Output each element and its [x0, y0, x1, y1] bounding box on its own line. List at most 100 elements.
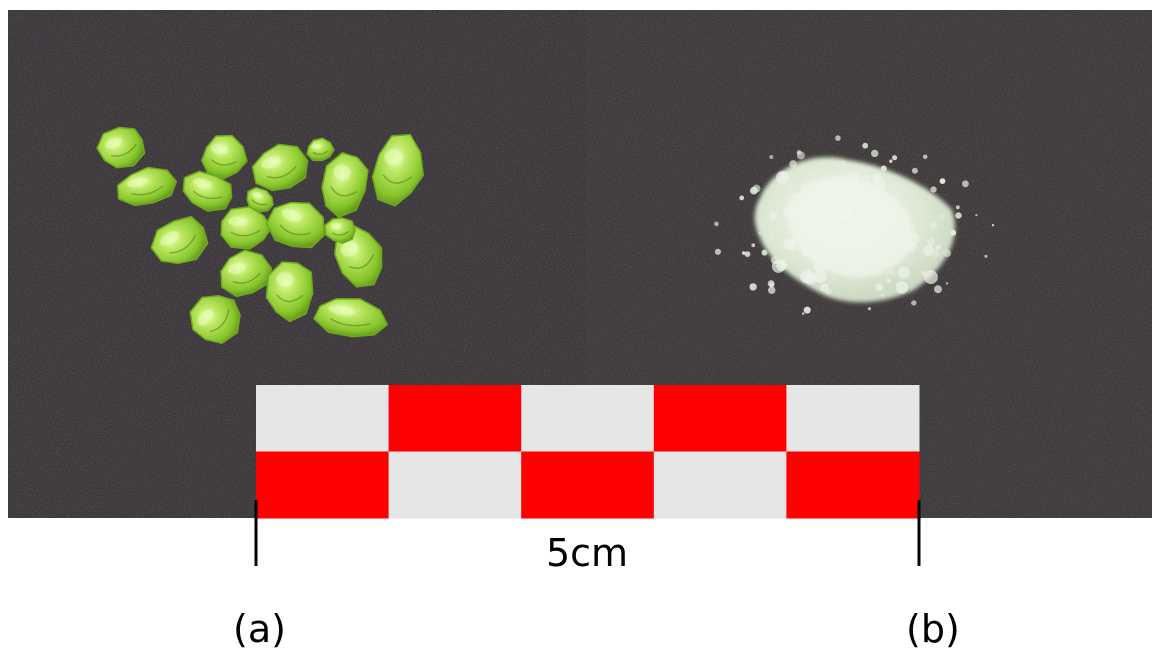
powder-grain [802, 312, 805, 315]
powder-grain [810, 228, 822, 240]
crystal-piece [96, 126, 146, 169]
powder-grain [862, 142, 869, 149]
powder-grain [911, 300, 917, 306]
powder-grain [813, 269, 827, 283]
scale-segment-grey [256, 385, 390, 452]
powder-grain [813, 260, 826, 273]
powder-grain [758, 231, 762, 235]
powder-grain [802, 251, 808, 257]
powder-grain [922, 154, 928, 160]
powder-grain [783, 205, 796, 219]
crystal-pieces [96, 126, 424, 344]
powder-grain [875, 283, 883, 292]
powder-grain [946, 282, 949, 285]
powder-grain [831, 178, 842, 190]
powder-grain [769, 155, 774, 159]
powder-grain [739, 195, 745, 201]
powder-grain [939, 178, 946, 185]
powder-grain [796, 150, 802, 155]
powder-grain [750, 186, 758, 195]
crystal-piece [150, 215, 209, 265]
powder-grain [889, 269, 896, 276]
crystal-piece [265, 261, 314, 323]
crystal-piece [220, 249, 273, 298]
powder-grain [897, 266, 910, 279]
powder-grain [810, 174, 816, 180]
crystal-piece [324, 217, 356, 244]
powder-grain [820, 283, 829, 292]
scale-segment-grey [653, 451, 787, 519]
powder-grain [714, 221, 719, 227]
powder-grain [714, 248, 722, 255]
powder-grain [782, 203, 785, 206]
powder-grain [896, 228, 904, 237]
powder-grain [923, 270, 938, 285]
powder-grain [929, 221, 938, 230]
powder-grain [798, 240, 810, 252]
powder-grain [852, 207, 862, 217]
powder-grain [871, 149, 879, 158]
powder-grain [771, 259, 785, 273]
powder-grain [962, 180, 969, 188]
powder-grain [927, 237, 936, 246]
scale-bar [256, 385, 920, 519]
powder-grain [835, 164, 839, 168]
powder-grain [880, 293, 885, 297]
powder-grain [776, 170, 789, 184]
scale-label: 5cm [545, 531, 629, 575]
panel-a-label: (a) [233, 607, 286, 651]
powder-grain [938, 213, 945, 221]
powder-grain [779, 206, 783, 210]
scale-segment-grey [521, 385, 655, 452]
powder-grain [886, 278, 891, 283]
crystal-piece [200, 134, 248, 180]
powder-grain [840, 162, 846, 167]
crystal-piece [246, 186, 274, 213]
powder-grain [768, 286, 776, 294]
powder-grain [904, 240, 917, 253]
scale-segment-red [256, 451, 390, 519]
powder-grain [804, 272, 817, 285]
powder-grain [892, 155, 898, 161]
scale-segment-grey [388, 451, 522, 519]
crystal-piece [265, 201, 325, 249]
crystal-piece [321, 152, 369, 218]
powder-grain [930, 186, 937, 193]
powder-grain [865, 225, 871, 230]
powder-grain [975, 214, 978, 217]
powder-grain [923, 244, 934, 256]
powder-grain [767, 280, 775, 287]
crystal-piece [371, 133, 424, 207]
crystal-piece [313, 298, 389, 338]
powder-grain [932, 229, 935, 232]
powder-grain [889, 159, 893, 163]
crystal-piece [182, 170, 233, 212]
powder-grain [955, 205, 960, 210]
powder-grain [770, 212, 778, 220]
powder-grain [874, 179, 886, 192]
powder-grain [840, 209, 847, 216]
powder-grain [786, 182, 796, 191]
powder-grain [935, 244, 941, 250]
powder-grain [783, 238, 796, 251]
powder-grain [803, 306, 811, 314]
scale-segment-red [786, 451, 920, 519]
powder-grain [943, 249, 951, 257]
scale-segment-red [521, 451, 655, 519]
crystal-piece [251, 143, 309, 192]
powder-grain [749, 283, 757, 291]
powder-grain [832, 171, 837, 176]
powder-grain [866, 246, 876, 256]
powder-grain [846, 171, 859, 184]
powder-grain [955, 212, 962, 219]
powder-grain [911, 167, 918, 174]
scale-segment-grey [786, 385, 920, 452]
powder-grain [835, 135, 841, 141]
scale-segment-red [388, 385, 522, 452]
powder-grain [838, 218, 853, 232]
scale-segment-red [653, 385, 787, 452]
powder-grain [819, 167, 822, 170]
powder-grain [744, 251, 751, 257]
powder-grain [895, 281, 909, 294]
